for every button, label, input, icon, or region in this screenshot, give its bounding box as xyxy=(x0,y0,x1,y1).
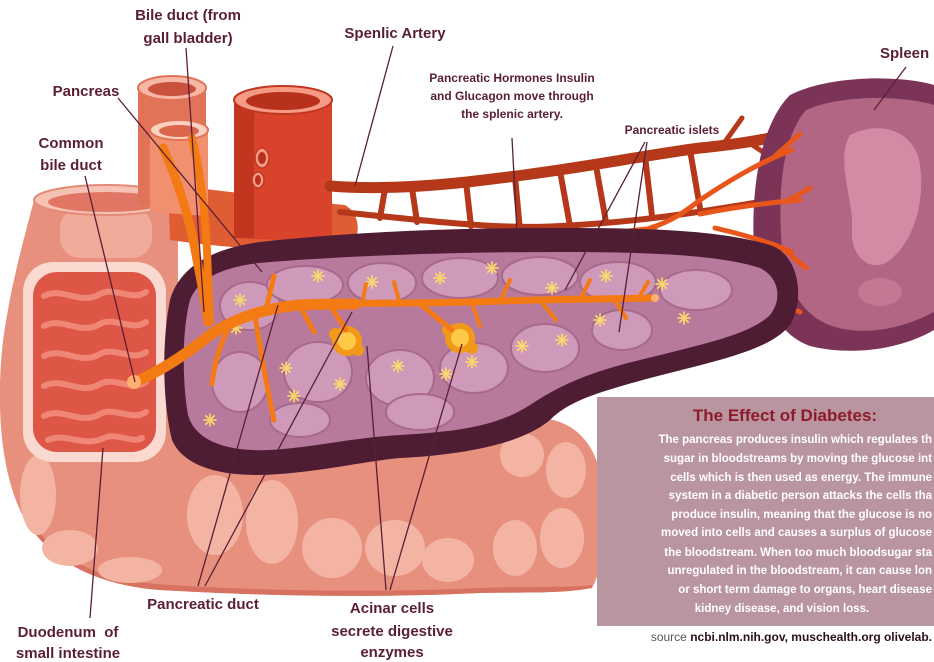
info-box-line: moved into cells and causes a surplus of… xyxy=(661,527,932,539)
duodenum-fold xyxy=(540,508,584,568)
duodenum-fold xyxy=(187,475,243,555)
duodenum-fold xyxy=(493,520,537,576)
label-common-bile-duct: Common xyxy=(39,135,104,152)
label-pancreatic-duct: Pancreatic duct xyxy=(147,596,259,613)
duodenum-fold xyxy=(365,520,425,576)
pancreas-lobule xyxy=(212,352,268,412)
duodenum-fold xyxy=(42,530,98,566)
label-pancreas: Pancreas xyxy=(53,83,120,100)
artery-branch xyxy=(596,166,606,222)
pancreatic-islet xyxy=(312,270,324,282)
label-common-bile-duct: bile duct xyxy=(40,157,102,174)
pancreas-lobule xyxy=(660,270,732,310)
pancreatic-islet xyxy=(366,276,378,288)
label-spleen: Spleen xyxy=(880,45,929,62)
pancreatic-islet xyxy=(334,378,346,390)
label-bile-duct: Bile duct (from xyxy=(135,7,241,24)
label-bile-duct: gall bladder) xyxy=(143,30,232,47)
pancreatic-islet xyxy=(280,362,292,374)
pancreatic-islet xyxy=(678,312,690,324)
info-box-line: The pancreas produces insulin which regu… xyxy=(658,434,932,446)
pancreatic-islet xyxy=(516,340,528,352)
duodenum-fold xyxy=(302,518,362,578)
source-prefix: source xyxy=(651,630,690,644)
duct-tip xyxy=(651,294,659,302)
pancreas-lobule xyxy=(267,266,343,304)
pancreatic-islet xyxy=(486,262,498,274)
duodenum-fold xyxy=(546,442,586,498)
pancreatic-islet xyxy=(392,360,404,372)
aorta-lumen xyxy=(246,92,320,110)
info-box-line: unregulated in the bloodstream, it can c… xyxy=(667,565,932,577)
pancreatic-islet xyxy=(600,270,612,282)
duodenum-fold xyxy=(246,480,298,564)
info-box-line: or short term damage to organs, heart di… xyxy=(678,584,932,596)
splenic-artery-main xyxy=(330,138,770,188)
duodenum-cutaway xyxy=(23,262,166,462)
pancreatic-islet xyxy=(546,282,558,294)
leader-splenic-artery xyxy=(355,46,393,186)
label-acinar: enzymes xyxy=(360,644,423,661)
label-acinar: Acinar cells xyxy=(350,600,434,617)
source-credit: source ncbi.nlm.nih.gov, muschealth.org … xyxy=(651,630,932,644)
artery-branch xyxy=(466,182,471,226)
info-box: The Effect of Diabetes: The pancreas pro… xyxy=(597,397,934,626)
branch-vessel-lumen xyxy=(255,175,261,185)
label-hormones: the splenic artery. xyxy=(461,107,563,121)
spleen-patch xyxy=(858,278,902,306)
branch-vessel-lumen xyxy=(258,152,266,164)
info-box-title: The Effect of Diabetes: xyxy=(693,406,877,425)
source-text: ncbi.nlm.nih.gov, muschealth.org olivela… xyxy=(690,630,932,644)
pancreas-lobule xyxy=(386,394,454,430)
info-box-line: produce insulin, meaning that the glucos… xyxy=(671,509,932,521)
info-box-line: kidney disease, and vision loss. xyxy=(695,603,870,615)
pancreatic-islet xyxy=(656,278,668,290)
label-acinar: secrete digestive xyxy=(331,623,453,640)
pancreatic-islet xyxy=(556,334,568,346)
label-duodenum: Duodenum of xyxy=(18,624,120,641)
duodenum-fold xyxy=(98,557,162,583)
pancreatic-islet xyxy=(440,368,452,380)
info-box-line: the bloodstream. When too much bloodsuga… xyxy=(664,547,932,559)
info-box-line: cells which is then used as energy. The … xyxy=(670,472,932,484)
pancreatic-islet xyxy=(434,272,446,284)
pancreatic-islet xyxy=(288,390,300,402)
label-duodenum: small intestine xyxy=(16,645,120,662)
pancreatic-islet xyxy=(466,356,478,368)
pancreatic-islet xyxy=(234,294,246,306)
label-hormones: Pancreatic Hormones Insulin xyxy=(429,71,594,85)
pancreas-lobule xyxy=(348,263,416,303)
duodenum-fold xyxy=(20,455,56,535)
artery-branch xyxy=(560,171,570,226)
label-hormones: and Glucagon move through xyxy=(430,89,593,103)
duodenum-fold xyxy=(422,538,474,582)
pancreatic-islet xyxy=(204,414,216,426)
label-islets: Pancreatic islets xyxy=(625,123,720,137)
aorta-shade xyxy=(234,100,254,238)
label-splenic-artery: Spenlic Artery xyxy=(344,25,446,42)
pancreatic-islet xyxy=(594,314,606,326)
info-box-line: system in a diabetic person attacks the … xyxy=(669,490,933,502)
artery-branch xyxy=(645,156,652,216)
pancreas-lobule xyxy=(502,257,578,295)
info-box-line: sugar in bloodstreams by moving the gluc… xyxy=(664,453,933,465)
